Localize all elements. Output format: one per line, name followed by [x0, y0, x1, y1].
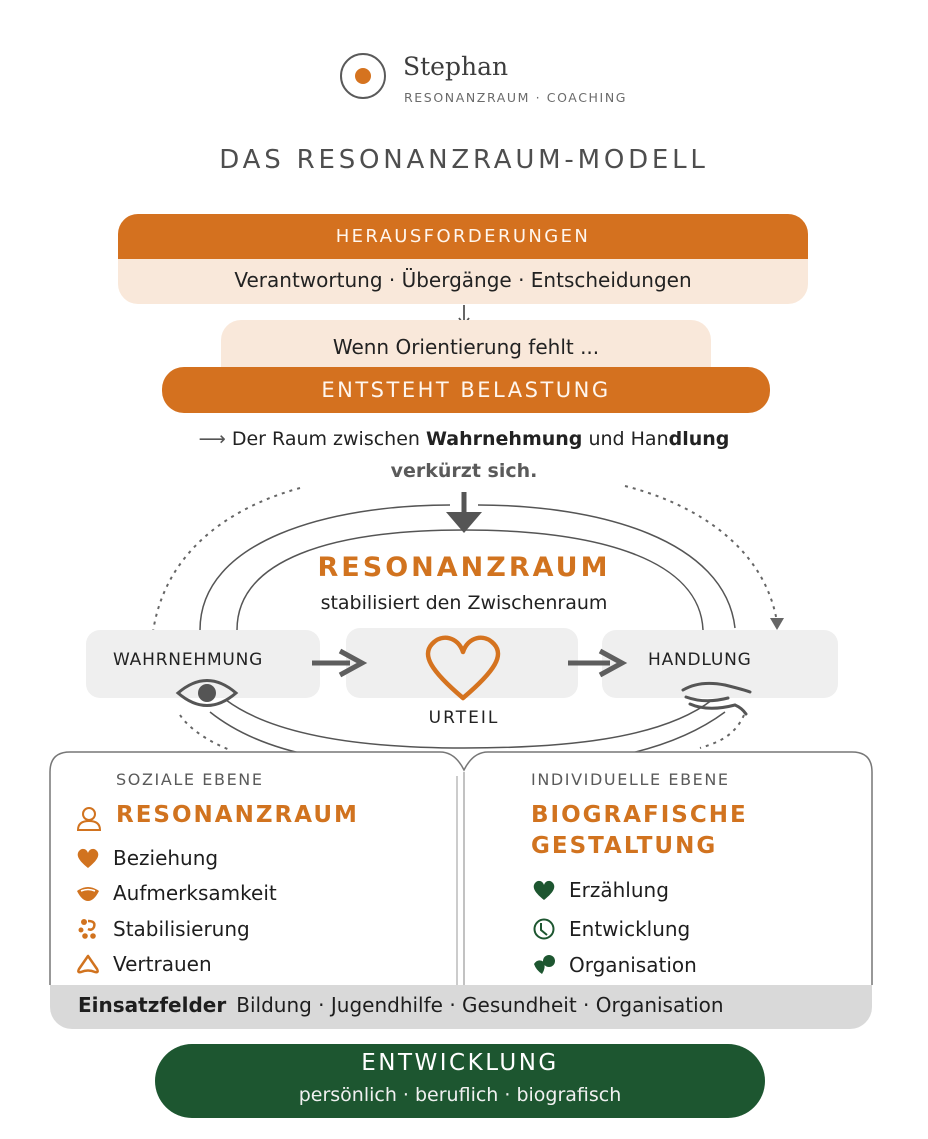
- social-level-heading: RESONANZRAUM: [116, 802, 359, 828]
- development-subtitle: persönlich · beruflich · biografisch: [298, 1084, 622, 1106]
- heart-outline-icon: [425, 635, 501, 701]
- fields-bar: [50, 985, 872, 1029]
- dotted-arc-left-bottom: [179, 714, 231, 751]
- dots-cluster-icon: [75, 917, 101, 941]
- list-item: Organisation: [531, 953, 697, 977]
- development-title: ENTWICKLUNG: [361, 1050, 559, 1076]
- dotted-arrowhead-right: [770, 618, 784, 630]
- item-label: Erzählung: [569, 878, 669, 902]
- list-item: Erzählung: [531, 878, 669, 902]
- fields-label: Einsatzfelder: [78, 993, 227, 1017]
- item-label: Entwicklung: [569, 917, 691, 941]
- judgment-label: URTEIL: [428, 708, 500, 728]
- social-level-label: SOZIALE EBENE: [116, 770, 264, 789]
- big-down-arrow: [446, 512, 482, 533]
- eye-icon: [175, 679, 239, 707]
- perception-label: WAHRNEHMUNG: [113, 650, 264, 670]
- brand-name: Stephan: [403, 52, 509, 81]
- arrow-right-icon: [312, 648, 368, 678]
- logo-dot: [355, 68, 371, 84]
- heading-line-1: BIOGRAFISCHE: [531, 802, 748, 828]
- node-judgment: [346, 628, 578, 698]
- arrow-right-icon: [568, 648, 628, 678]
- item-label: Aufmerksamkeit: [113, 881, 277, 905]
- individual-level-heading: BIOGRAFISCHE GESTALTUNG: [531, 800, 748, 862]
- clock-icon: [531, 917, 557, 941]
- page-title: DAS RESONANZRAUM-MODELL: [219, 145, 709, 175]
- brand-subtitle: RESONANZRAUM · COACHING: [404, 90, 628, 105]
- list-item: Vertrauen: [75, 952, 212, 976]
- levels-frame: [49, 751, 873, 985]
- resonance-subtitle: stabilisiert den Zwischenraum: [320, 592, 608, 614]
- fields-text: Einsatzfelder Bildung · Jugendhilfe · Ges…: [78, 993, 724, 1017]
- development-banner: [155, 1044, 765, 1118]
- list-item: Beziehung: [75, 846, 218, 870]
- fields-values: Bildung · Jugendhilfe · Gesundheit · Org…: [236, 993, 724, 1017]
- outer-loop-top-right: [477, 504, 736, 629]
- list-item: Aufmerksamkeit: [75, 881, 277, 905]
- item-label: Vertrauen: [113, 952, 212, 976]
- shortening-term-perception: Wahrnehmung: [426, 428, 583, 450]
- logo-mark: [340, 53, 386, 99]
- shortening-connector: und Han: [588, 428, 669, 450]
- green-heart-icon: [531, 878, 557, 902]
- action-label: HANDLUNG: [648, 650, 752, 670]
- item-label: Stabilisierung: [113, 917, 250, 941]
- right-arrow-icon: ⟶: [198, 428, 226, 450]
- resonance-title: RESONANZRAUM: [317, 552, 611, 583]
- tent-icon: [75, 952, 101, 976]
- individual-level-label: INDIVIDUELLE EBENE: [531, 770, 730, 789]
- lips-icon: [75, 881, 101, 905]
- hand-icon: [681, 681, 752, 716]
- bottom-loop-inner: [225, 699, 713, 749]
- challenges-items: Verantwortung · Übergänge · Entscheidung…: [234, 268, 692, 292]
- heading-line-2: GESTALTUNG: [531, 833, 718, 859]
- outer-loop-top: [199, 504, 451, 631]
- item-label: Beziehung: [113, 846, 219, 870]
- list-item: Entwicklung: [531, 917, 690, 941]
- node-action: [602, 630, 838, 698]
- shortening-statement: ⟶Der Raum zwischen Wahrnehmung und Handl…: [0, 428, 928, 450]
- person-icon: [76, 807, 102, 831]
- leaf-icon: [531, 953, 557, 977]
- item-label: Organisation: [569, 953, 697, 977]
- list-item: Stabilisierung: [75, 917, 250, 941]
- shortening-prefix: Der Raum zwischen: [231, 428, 420, 450]
- challenges-box: HERAUSFORDERUNGEN Verantwortung · Übergä…: [118, 214, 808, 304]
- shortening-term-action: dlung: [668, 428, 730, 450]
- heart-icon: [75, 846, 101, 870]
- shortening-conclusion: verkürzt sich.: [390, 460, 538, 482]
- flow-icons: [175, 635, 752, 716]
- challenges-heading: HERAUSFORDERUNGEN: [118, 214, 808, 259]
- strain-banner: ENTSTEHT BELASTUNG: [162, 367, 770, 413]
